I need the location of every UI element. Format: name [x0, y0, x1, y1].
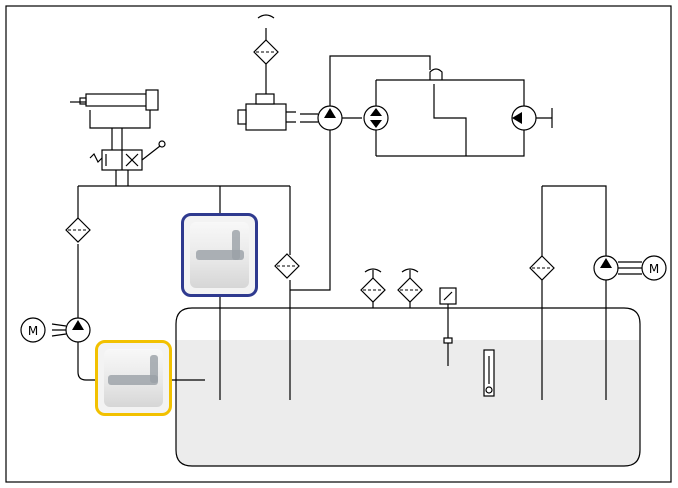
filter-icon[interactable]: [360, 268, 386, 308]
valve-icon[interactable]: [89, 140, 166, 186]
filter-icon[interactable]: [65, 217, 91, 243]
motor-icon[interactable]: M: [20, 317, 46, 343]
motor-hydraulic-icon[interactable]: [511, 105, 553, 131]
filter-icon[interactable]: [274, 253, 300, 279]
motor-hydraulic-icon[interactable]: [363, 105, 389, 131]
hover-component-highlight[interactable]: [95, 340, 172, 416]
component-thumbnail-detail: [196, 250, 244, 260]
level-switch-icon[interactable]: [439, 287, 457, 366]
filter-icon[interactable]: [397, 268, 423, 308]
pump-icon[interactable]: [51, 317, 91, 343]
cylinder-icon[interactable]: [70, 89, 159, 150]
filter-icon[interactable]: [253, 14, 279, 94]
motor-label: M: [649, 262, 659, 276]
motor-label: M: [28, 324, 38, 338]
motor-icon[interactable]: M: [641, 255, 667, 281]
component-thumbnail-detail: [150, 355, 158, 383]
reservoir-tank[interactable]: [175, 307, 641, 467]
component-thumbnail-detail: [108, 375, 158, 385]
pump-icon[interactable]: [593, 255, 642, 281]
diagram-frame: [5, 5, 672, 483]
selected-component-highlight[interactable]: [181, 213, 258, 297]
component-thumbnail-detail: [232, 230, 240, 260]
filter-icon[interactable]: [529, 255, 555, 281]
pump-icon[interactable]: [300, 105, 362, 131]
engine-icon[interactable]: [237, 93, 296, 131]
level-gauge-icon[interactable]: [483, 349, 495, 397]
